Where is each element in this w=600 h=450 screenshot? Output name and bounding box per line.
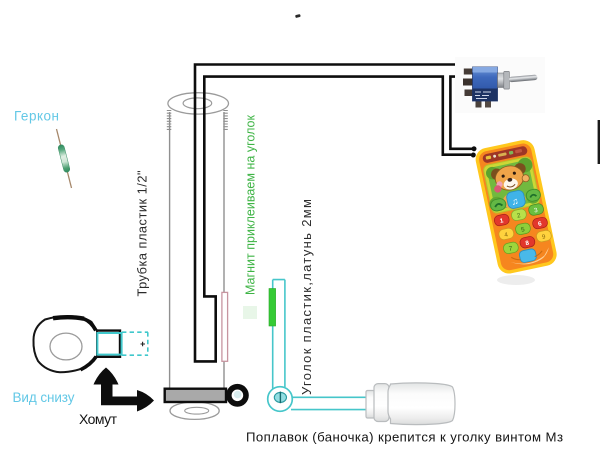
svg-text:Трубка пластик 1/2": Трубка пластик 1/2" [135, 171, 150, 297]
svg-text:Уголок пластик,латунь 2мм: Уголок пластик,латунь 2мм [299, 199, 314, 395]
svg-text:6: 6 [537, 220, 542, 228]
svg-text:1: 1 [499, 217, 504, 225]
svg-text:Геркон: Геркон [14, 109, 59, 124]
svg-text:Хомут: Хомут [79, 411, 118, 427]
svg-text:4: 4 [504, 231, 509, 239]
svg-text:5: 5 [520, 226, 525, 234]
svg-text:Вид снизу: Вид снизу [13, 390, 75, 405]
svg-text:Магнит приклеиваем на уголок: Магнит приклеиваем на уголок [244, 114, 258, 295]
svg-text:7: 7 [508, 245, 513, 253]
svg-text:9: 9 [541, 233, 546, 241]
svg-text:2: 2 [516, 212, 521, 220]
svg-text:3: 3 [534, 207, 539, 215]
svg-text:Поплавок (баночка) крепится к: Поплавок (баночка) крепится к уголку вин… [246, 430, 563, 445]
svg-text:8: 8 [525, 240, 530, 248]
svg-text:♫: ♫ [510, 195, 519, 207]
